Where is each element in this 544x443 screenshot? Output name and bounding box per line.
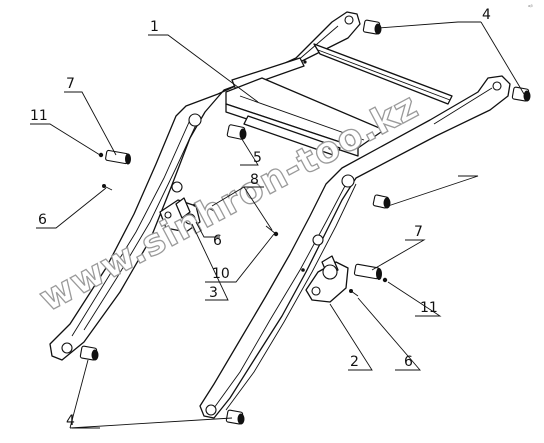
right-bracket bbox=[305, 255, 349, 303]
left-bottom-pivot bbox=[61, 342, 73, 354]
lower-crossbar bbox=[243, 115, 341, 157]
left-mid-pivot bbox=[171, 181, 183, 193]
left-bracket bbox=[159, 197, 201, 233]
callouts: 1 2 3 4 4 5 6 6 6 7 7 8 10 11 11 bbox=[30, 7, 491, 429]
pin-right-arm bbox=[372, 194, 391, 209]
leader-lines bbox=[30, 21, 525, 429]
callout-4-bottom: 4 bbox=[66, 413, 75, 429]
right-bottom-pivot bbox=[205, 404, 217, 416]
callout-5: 5 bbox=[253, 150, 262, 166]
watermark: www.sinhron-too.kz bbox=[33, 85, 425, 320]
right-top-pivot bbox=[492, 81, 502, 91]
pin-4-top-right bbox=[511, 86, 531, 102]
callout-8: 8 bbox=[250, 172, 259, 188]
right-mid-pivot bbox=[312, 234, 324, 246]
left-arm bbox=[49, 11, 361, 361]
pin-4-bottom-right bbox=[225, 409, 245, 425]
middle-cross-member bbox=[225, 77, 385, 149]
pin-4-bottom-left bbox=[79, 345, 99, 361]
washer-11-right bbox=[382, 277, 388, 283]
callout-6-mid: 6 bbox=[213, 233, 222, 249]
callout-2: 2 bbox=[350, 354, 359, 370]
callout-4-top: 4 bbox=[482, 7, 491, 23]
right-upper-pivot bbox=[341, 174, 355, 188]
callout-7-right: 7 bbox=[414, 224, 423, 240]
left-top-pivot bbox=[344, 15, 354, 25]
pin-5 bbox=[226, 124, 247, 140]
callout-6-left: 6 bbox=[38, 212, 47, 228]
callout-11-left: 11 bbox=[30, 108, 48, 124]
pin-7-left bbox=[105, 149, 131, 165]
pin-4-top-left bbox=[362, 19, 382, 35]
upper-cross-tube bbox=[313, 43, 453, 105]
pin-7-right bbox=[353, 263, 382, 280]
callout-11-right: 11 bbox=[420, 300, 438, 316]
corner-mark: ₐᵦ bbox=[528, 2, 533, 9]
washer-11-left bbox=[98, 152, 104, 158]
callout-10: 10 bbox=[212, 266, 230, 282]
callout-6-right: 6 bbox=[404, 354, 413, 370]
callout-3: 3 bbox=[209, 285, 218, 301]
loader-frame bbox=[49, 11, 511, 419]
left-upper-pivot bbox=[188, 113, 202, 127]
callout-1: 1 bbox=[150, 19, 159, 35]
callout-7-left: 7 bbox=[66, 76, 75, 92]
